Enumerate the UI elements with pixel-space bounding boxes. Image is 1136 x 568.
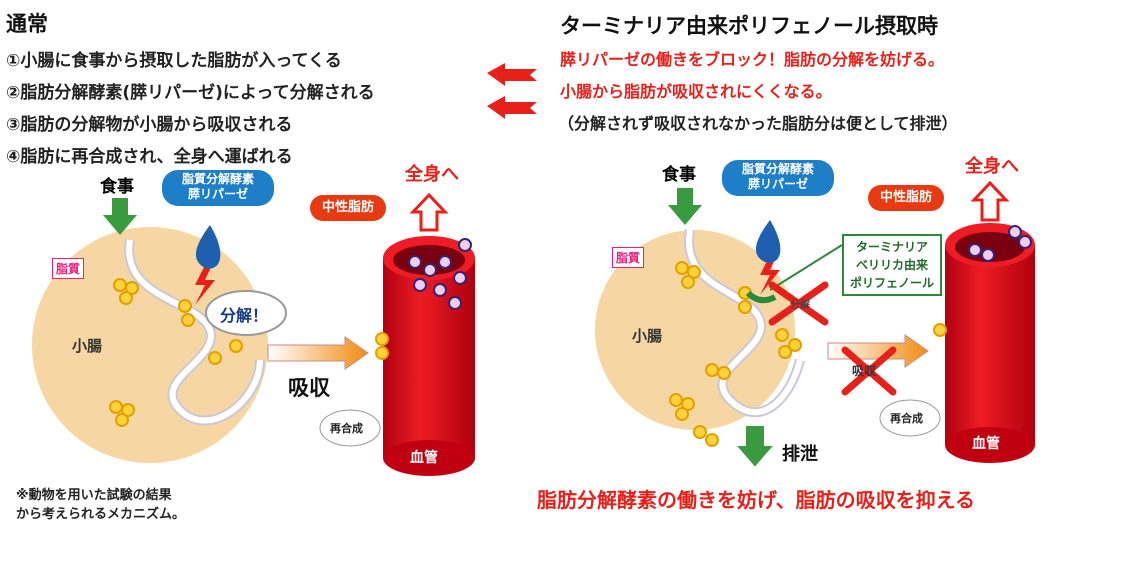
absorb-label: 吸収 bbox=[288, 376, 330, 400]
food-arrow-icon bbox=[668, 188, 702, 225]
note-line-1: ※動物を用いた試験の結果 bbox=[16, 488, 172, 503]
excrete-arrow-icon bbox=[732, 424, 778, 470]
lightning-icon bbox=[760, 255, 780, 295]
decompose-bubble bbox=[205, 290, 287, 336]
intestine-label: 小腸 bbox=[72, 337, 103, 355]
conclusion: 脂肪分解酵素の働きを妨げ、脂肪の吸収を抑える bbox=[537, 488, 975, 512]
enzyme-bubble: 脂質分解酵素 膵リパーゼ bbox=[162, 170, 274, 206]
to-body-arrow-icon bbox=[970, 180, 1010, 222]
resynth-bubble bbox=[319, 409, 381, 447]
note-line-2: から考えられるメカニズム。 bbox=[16, 507, 186, 522]
polyphenol-line: ポリフェノール bbox=[850, 276, 935, 290]
lipase-mascot-right bbox=[755, 220, 781, 263]
blocked-x-icon bbox=[768, 281, 897, 396]
polyphenol-box: ターミナリア ベリリカ由来 ポリフェノール bbox=[842, 234, 943, 296]
step-3: ③脂肪の分解物が小腸から吸収される bbox=[6, 115, 293, 135]
fat-particles-left bbox=[109, 278, 389, 427]
excrete-label: 排泄 bbox=[782, 444, 818, 465]
absorb-arrow-icon bbox=[267, 336, 369, 370]
enzyme-line: 脂質分解酵素 bbox=[181, 172, 254, 186]
resynth-label: 再合成 bbox=[890, 412, 923, 425]
right-title: ターミナリア由来ポリフェノール摂取時 bbox=[560, 14, 938, 38]
fat-particles-right bbox=[669, 261, 947, 447]
enzyme-line: 脂質分解酵素 bbox=[741, 162, 814, 176]
to-body-arrow-icon bbox=[409, 192, 449, 232]
absorb-label-blocked: 吸収 bbox=[852, 364, 877, 378]
vessel-label: 血管 bbox=[972, 436, 1000, 452]
right-red-line-1: 膵リパーゼの働きをブロック！脂肪の分解を妨げる。 bbox=[560, 50, 945, 69]
step-2: ②脂肪分解酵素(膵リパーゼ)によって分解される bbox=[6, 83, 375, 103]
right-red-line-2: 小腸から脂肪が吸収されにくくなる。 bbox=[560, 82, 832, 101]
to-body-label: 全身へ bbox=[405, 164, 459, 185]
neutral-fat-bubble: 中性脂肪 bbox=[310, 195, 386, 221]
step-4: ④脂肪に再合成され、全身へ運ばれる bbox=[6, 147, 293, 167]
right-note-line: （分解されず吸収されなかった脂肪分は便として排泄） bbox=[558, 114, 958, 133]
food-label: 食事 bbox=[662, 165, 696, 185]
step-1: ①小腸に食事から摂取した脂肪が入ってくる bbox=[6, 51, 342, 71]
enzyme-line: 膵リパーゼ bbox=[187, 187, 248, 201]
enzyme-line: 膵リパーゼ bbox=[747, 177, 808, 191]
polyphenol-line: ベリリカ由来 bbox=[856, 258, 929, 272]
food-arrow-icon bbox=[103, 198, 137, 235]
lightning-icon bbox=[195, 265, 215, 305]
triglyceride-particles-left bbox=[408, 238, 472, 310]
enzyme-bubble: 脂質分解酵素 膵リパーゼ bbox=[722, 160, 834, 196]
right-intestine bbox=[595, 229, 805, 430]
vessel-label: 血管 bbox=[410, 450, 438, 466]
intestine-label: 小腸 bbox=[632, 327, 663, 345]
red-arrow-icons bbox=[487, 63, 537, 119]
left-blood-vessel bbox=[383, 236, 475, 476]
decompose-label: 分解！ bbox=[220, 306, 269, 325]
lipid-tag: 脂質 bbox=[52, 258, 85, 279]
resynth-bubble bbox=[879, 399, 941, 437]
polyphenol-blocker-icon bbox=[745, 290, 777, 304]
resynth-label: 再合成 bbox=[330, 422, 363, 435]
to-body-label: 全身へ bbox=[965, 156, 1019, 177]
lipase-mascot-left bbox=[195, 225, 221, 269]
lipid-tag: 脂質 bbox=[612, 247, 645, 268]
polyphenol-line: ターミナリア bbox=[856, 240, 929, 254]
decompose-label-blocked: 分解 bbox=[790, 300, 810, 311]
food-label: 食事 bbox=[100, 177, 134, 197]
right-blood-vessel bbox=[945, 223, 1035, 463]
neutral-fat-bubble: 中性脂肪 bbox=[868, 185, 944, 211]
triglyceride-particles-right bbox=[968, 225, 1032, 262]
left-title: 通常 bbox=[6, 12, 48, 36]
